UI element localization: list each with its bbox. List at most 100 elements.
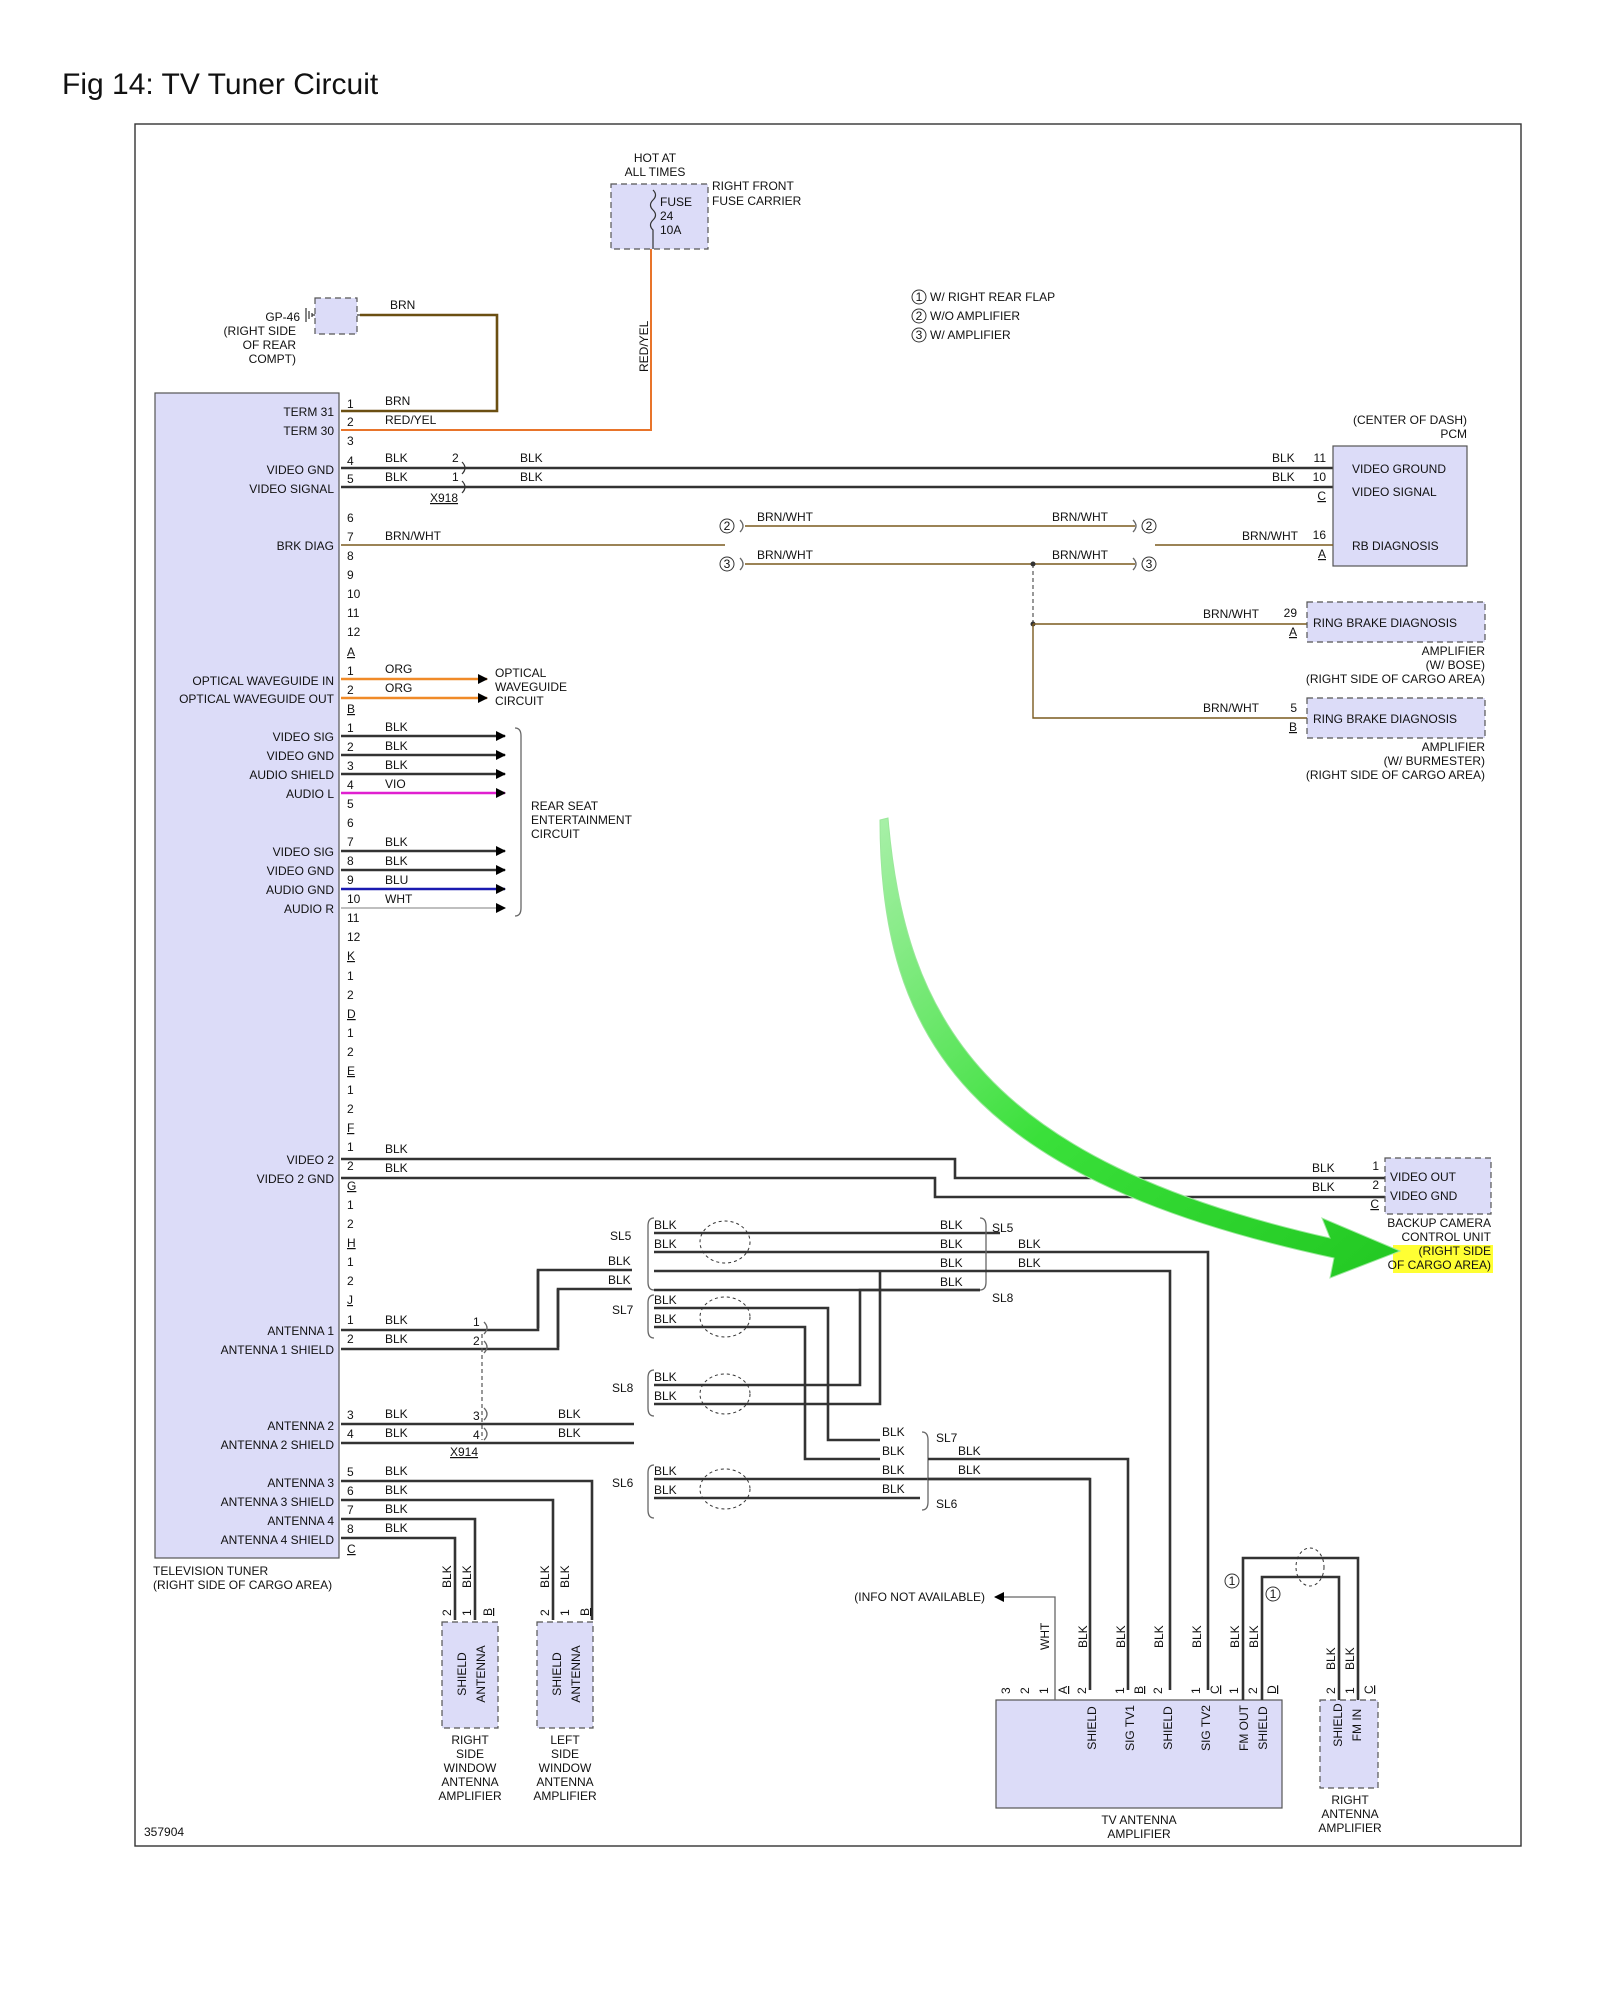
svg-text:BLK: BLK	[385, 1464, 408, 1478]
svg-text:12: 12	[347, 930, 361, 944]
svg-text:BLK: BLK	[385, 739, 408, 753]
svg-text:B: B	[578, 1608, 592, 1616]
svg-text:AMPLIFIER: AMPLIFIER	[1318, 1821, 1382, 1835]
svg-text:A: A	[347, 645, 355, 659]
svg-text:2: 2	[916, 309, 923, 323]
svg-text:SHIELD: SHIELD	[1161, 1706, 1175, 1750]
svg-text:6: 6	[347, 511, 354, 525]
svg-text:BLK: BLK	[940, 1256, 963, 1270]
svg-text:A: A	[1056, 1686, 1070, 1694]
svg-text:ENTERTAINMENT: ENTERTAINMENT	[531, 813, 633, 827]
svg-text:BRN/WHT: BRN/WHT	[1203, 607, 1260, 621]
svg-text:SIG TV1: SIG TV1	[1123, 1705, 1137, 1751]
svg-text:11: 11	[347, 911, 360, 925]
svg-text:ORG: ORG	[385, 662, 412, 676]
label-antenna-2-shield: ANTENNA 2 SHIELD	[221, 1438, 335, 1452]
label-optical-out: OPTICAL WAVEGUIDE OUT	[179, 692, 335, 706]
svg-text:BLK: BLK	[1114, 1625, 1128, 1648]
label-audio-shield: AUDIO SHIELD	[249, 768, 334, 782]
svg-text:1: 1	[1372, 1159, 1379, 1173]
svg-text:BLK: BLK	[882, 1482, 905, 1496]
svg-text:BLK: BLK	[654, 1293, 677, 1307]
svg-text:2: 2	[347, 415, 354, 429]
svg-text:OPTICAL: OPTICAL	[495, 666, 547, 680]
svg-text:2: 2	[347, 740, 354, 754]
svg-text:BLK: BLK	[460, 1565, 474, 1588]
backup-camera-block	[1384, 1157, 1492, 1215]
legend: 1 W/ RIGHT REAR FLAP 2 W/O AMPLIFIER 3 W…	[911, 289, 1055, 343]
svg-text:BLK: BLK	[385, 1142, 408, 1156]
svg-text:7: 7	[347, 835, 354, 849]
svg-text:BLK: BLK	[1228, 1625, 1242, 1648]
svg-text:1: 1	[347, 1198, 354, 1212]
svg-text:2: 2	[347, 988, 354, 1002]
right-window-antenna-amplifier	[441, 1621, 499, 1729]
svg-text:(W/ BURMESTER): (W/ BURMESTER)	[1384, 754, 1485, 768]
svg-text:ANTENNA: ANTENNA	[536, 1775, 593, 1789]
tuner-location: (RIGHT SIDE OF CARGO AREA)	[153, 1578, 332, 1592]
label-antenna-4: ANTENNA 4	[267, 1514, 334, 1528]
pcm-name: PCM	[1440, 427, 1467, 441]
svg-text:BLK: BLK	[940, 1218, 963, 1232]
label-video-sig-2: VIDEO SIG	[273, 845, 334, 859]
svg-text:WHT: WHT	[385, 892, 413, 906]
svg-text:3: 3	[724, 557, 731, 571]
svg-text:(W/ BOSE): (W/ BOSE)	[1426, 658, 1485, 672]
svg-text:SL6: SL6	[612, 1476, 634, 1490]
svg-text:1: 1	[347, 1313, 354, 1327]
label-antenna-3: ANTENNA 3	[267, 1476, 334, 1490]
svg-text:6: 6	[347, 816, 354, 830]
wire-red-yel-term30	[341, 249, 652, 431]
svg-text:BLK: BLK	[654, 1464, 677, 1478]
svg-text:5: 5	[1290, 701, 1297, 715]
label-term31: TERM 31	[283, 405, 334, 419]
svg-text:BLK: BLK	[940, 1237, 963, 1251]
svg-text:SHIELD: SHIELD	[1331, 1703, 1345, 1747]
fuse-all-times: ALL TIMES	[625, 165, 686, 179]
svg-text:C: C	[1362, 1685, 1376, 1694]
svg-text:E: E	[347, 1064, 355, 1078]
svg-text:B: B	[1132, 1686, 1146, 1694]
svg-text:VIO: VIO	[385, 777, 406, 791]
ground-loc-2: OF REAR	[243, 338, 297, 352]
svg-text:3: 3	[999, 1687, 1013, 1694]
svg-text:4: 4	[347, 454, 354, 468]
svg-text:B: B	[347, 702, 355, 716]
svg-text:5: 5	[347, 472, 354, 486]
ground-loc-3: COMPT)	[249, 352, 296, 366]
svg-text:BLK: BLK	[654, 1237, 677, 1251]
svg-text:2: 2	[1146, 519, 1153, 533]
svg-text:1: 1	[1229, 1574, 1236, 1588]
svg-text:C: C	[347, 1542, 356, 1556]
svg-text:(INFO NOT AVAILABLE): (INFO NOT AVAILABLE)	[854, 1590, 985, 1604]
figure-id: 357904	[144, 1825, 184, 1839]
svg-text:ANTENNA: ANTENNA	[474, 1645, 488, 1702]
svg-text:2: 2	[1324, 1687, 1338, 1694]
svg-text:REAR SEAT: REAR SEAT	[531, 799, 599, 813]
fuse-hot: HOT AT	[634, 151, 677, 165]
svg-text:VIDEO SIGNAL: VIDEO SIGNAL	[1352, 485, 1437, 499]
svg-text:SHIELD: SHIELD	[550, 1652, 564, 1696]
ground-connector	[314, 297, 358, 335]
svg-text:AMPLIFIER: AMPLIFIER	[1422, 644, 1486, 658]
svg-text:1: 1	[460, 1609, 474, 1616]
tuner-name: TELEVISION TUNER	[153, 1564, 268, 1578]
svg-text:RED/YEL: RED/YEL	[637, 320, 651, 372]
svg-text:2: 2	[1075, 1687, 1089, 1694]
fuse-label: FUSE	[660, 195, 692, 209]
svg-text:BLK: BLK	[385, 720, 408, 734]
svg-text:BLK: BLK	[558, 1565, 572, 1588]
svg-text:WINDOW: WINDOW	[444, 1761, 497, 1775]
svg-text:SHIELD: SHIELD	[1085, 1706, 1099, 1750]
svg-text:CONTROL UNIT: CONTROL UNIT	[1401, 1230, 1491, 1244]
svg-text:BLK: BLK	[608, 1273, 631, 1287]
svg-text:1: 1	[1270, 1587, 1277, 1601]
label-audio-gnd: AUDIO GND	[266, 883, 334, 897]
svg-text:SHIELD: SHIELD	[1256, 1706, 1270, 1750]
svg-text:BLK: BLK	[385, 1483, 408, 1497]
svg-text:29: 29	[1284, 606, 1298, 620]
svg-text:(RIGHT SIDE: (RIGHT SIDE	[1419, 1244, 1491, 1258]
ground-loc-1: (RIGHT SIDE	[224, 324, 296, 338]
ground-id: GP-46	[265, 310, 300, 324]
svg-text:2: 2	[440, 1609, 454, 1616]
